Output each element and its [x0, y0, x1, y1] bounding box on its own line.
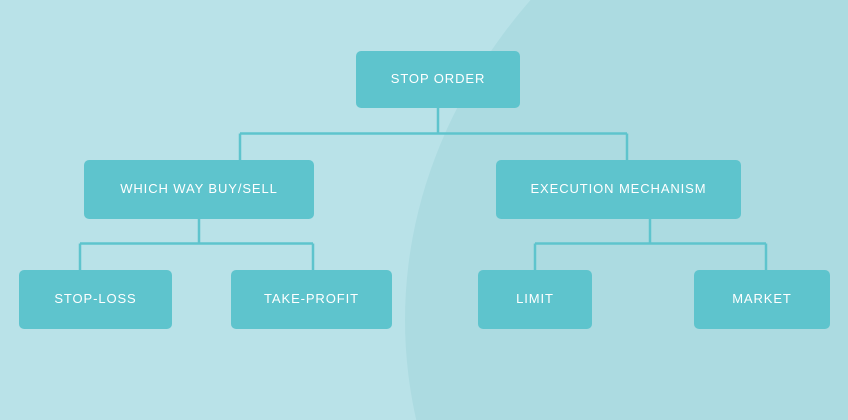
node-limit[interactable]: LIMIT	[478, 270, 592, 329]
node-which-way-buy-sell[interactable]: WHICH WAY BUY/SELL	[84, 160, 314, 219]
node-stop-order[interactable]: STOP ORDER	[356, 51, 520, 108]
node-limit-label: LIMIT	[516, 291, 554, 307]
node-market[interactable]: MARKET	[694, 270, 830, 329]
node-execution-mechanism-label: EXECUTION MECHANISM	[530, 181, 707, 197]
node-take-profit[interactable]: TAKE-PROFIT	[231, 270, 392, 329]
node-stop-loss-label: STOP-LOSS	[54, 291, 137, 307]
node-take-profit-label: TAKE-PROFIT	[264, 291, 359, 307]
node-market-label: MARKET	[732, 291, 792, 307]
node-execution-mechanism[interactable]: EXECUTION MECHANISM	[496, 160, 741, 219]
node-stop-order-label: STOP ORDER	[390, 71, 486, 87]
node-which-way-buy-sell-label: WHICH WAY BUY/SELL	[120, 181, 278, 197]
node-stop-loss[interactable]: STOP-LOSS	[19, 270, 172, 329]
